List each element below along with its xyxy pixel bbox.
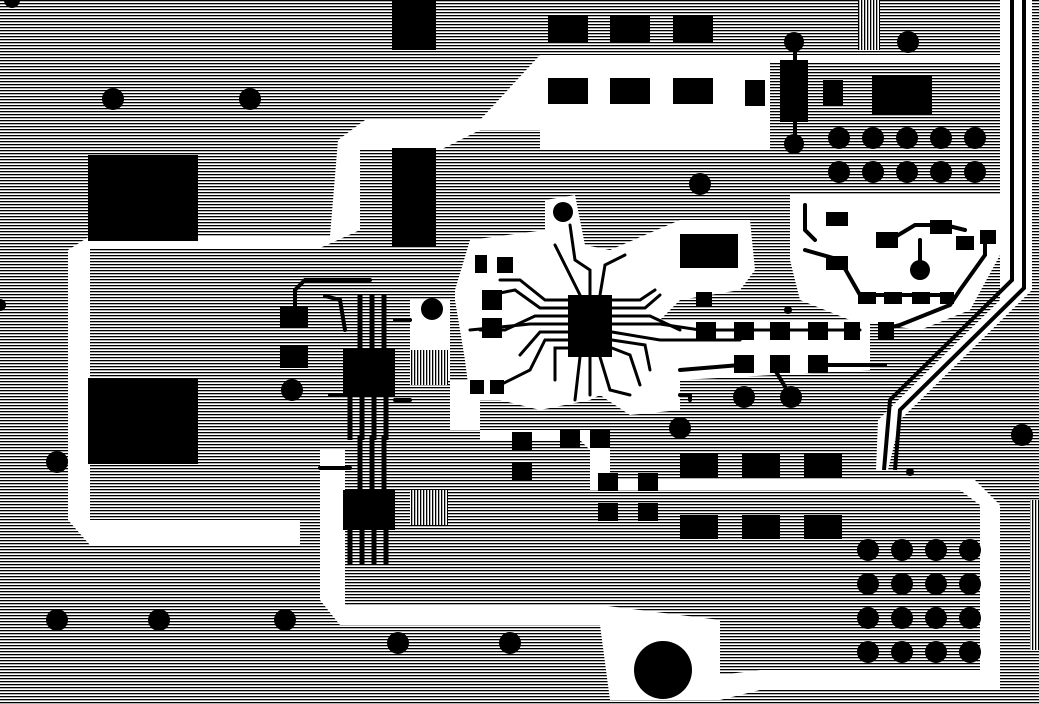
hatch-zone-left — [0, 395, 62, 423]
upper-right-pads — [826, 212, 996, 304]
pad-large-1 — [88, 155, 198, 241]
hatch-zone-top — [858, 0, 880, 50]
hatch-zone-mid — [410, 350, 448, 385]
right-edge-traces — [882, 0, 1026, 471]
large-pads — [88, 0, 932, 464]
hatch-zone-right — [1030, 500, 1039, 650]
pad-top-right — [872, 76, 932, 114]
via-array-bottom-right — [857, 539, 981, 663]
ic-body — [568, 295, 612, 357]
pad-large-2 — [88, 378, 198, 464]
left-packages — [280, 295, 395, 565]
pad-vertical-1 — [392, 148, 436, 246]
pad-inductor — [680, 234, 738, 268]
via-array-top-right — [828, 127, 986, 183]
pad-top-1 — [392, 0, 436, 50]
smd-pads-top — [548, 16, 843, 122]
smd-pads-lower — [512, 430, 842, 539]
central-ic — [468, 223, 894, 402]
hatch-zone-low — [410, 490, 448, 525]
